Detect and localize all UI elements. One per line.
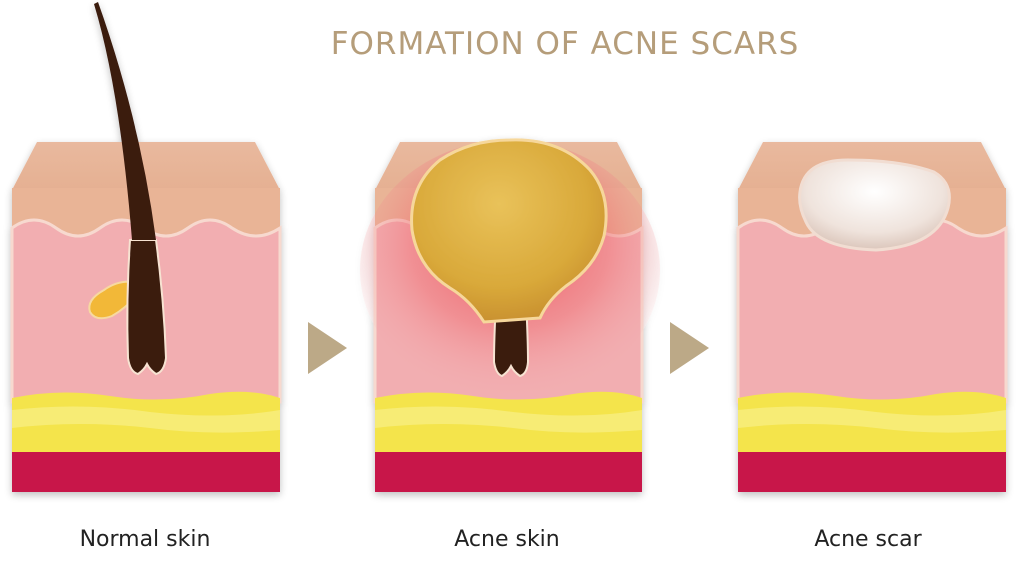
muscle-layer [375,452,642,492]
stage-label-normal-skin: Normal skin [79,527,211,552]
fat-layer-highlight [375,406,642,433]
normal-skin-illustration [10,2,282,492]
pustule [410,138,608,324]
hair-follicle [126,239,168,376]
triangle-arrow-icon [308,322,347,374]
diagram-title: FORMATION OF ACNE SCARS [330,26,800,62]
skin-top-surface [12,142,280,190]
acne-scar-illustration [736,142,1008,492]
fat-layer-highlight [12,406,280,433]
hair-shaft [94,2,156,240]
sebaceous-gland [88,280,138,320]
muscle-layer [12,452,280,492]
muscle-layer [738,452,1006,492]
acne-skin-illustration [360,138,660,492]
stage-label-acne-skin: Acne skin [454,527,560,552]
fat-layer-highlight [738,406,1006,433]
stage-label-acne-scar: Acne scar [814,527,922,552]
scar-depression [798,158,951,252]
triangle-arrow-icon [670,322,709,374]
